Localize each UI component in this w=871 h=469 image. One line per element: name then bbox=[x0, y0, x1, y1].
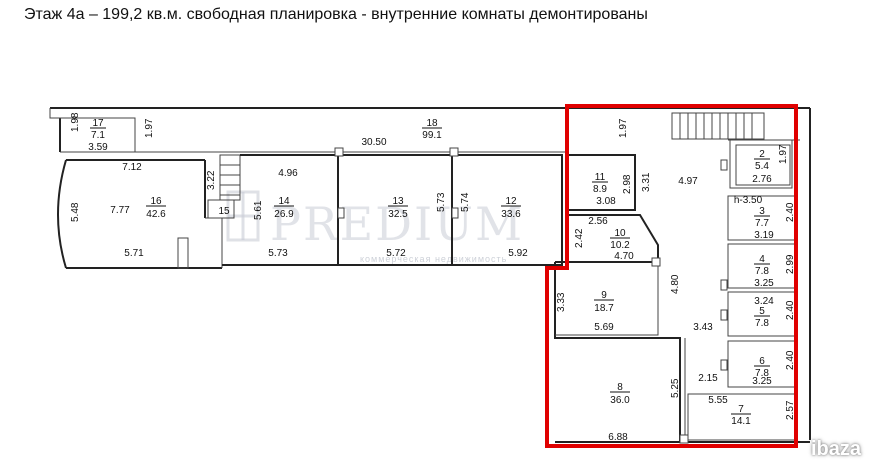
dimension-label: 5.72 bbox=[386, 248, 406, 259]
dimension-label: 2.40 bbox=[785, 300, 796, 320]
dimension-label: 2.40 bbox=[785, 350, 796, 370]
dimension-label: 4.70 bbox=[614, 251, 634, 262]
room-4-number: 4 bbox=[759, 254, 765, 265]
dimension-label: 2.42 bbox=[574, 228, 585, 248]
dimension-label: 4.97 bbox=[678, 176, 698, 187]
dimension-label: 3.08 bbox=[596, 196, 616, 207]
dimension-label: 6.88 bbox=[608, 432, 628, 443]
building-outline bbox=[49, 107, 811, 443]
room-10-area: 10.2 bbox=[610, 240, 630, 251]
dimension-label: 2.98 bbox=[622, 174, 633, 194]
room-12-area: 33.6 bbox=[501, 209, 521, 220]
dimension-label: 5.69 bbox=[594, 322, 614, 333]
right-rooms bbox=[554, 112, 800, 444]
room-13-area: 32.5 bbox=[388, 209, 408, 220]
dimension-label: 1.97 bbox=[144, 118, 155, 138]
room-5-area: 7.8 bbox=[755, 318, 769, 329]
watermark-subtext: коммерческая недвижимость bbox=[360, 254, 507, 264]
room-7-area: 14.1 bbox=[731, 416, 751, 427]
dimension-label: 1.97 bbox=[618, 118, 629, 138]
page-title: Этаж 4а – 199,2 кв.м. свободная планиров… bbox=[24, 6, 648, 23]
room-14-number: 14 bbox=[278, 196, 290, 207]
room-4-area: 7.8 bbox=[755, 266, 769, 277]
room-9-area: 18.7 bbox=[594, 303, 614, 314]
dimension-label: 30.50 bbox=[361, 137, 386, 148]
highlight-outline bbox=[545, 104, 798, 448]
room-7-number: 7 bbox=[738, 404, 744, 415]
dimension-label: 3.24 bbox=[754, 296, 774, 307]
dimension-label: 3.33 bbox=[556, 292, 567, 312]
dimension-label: h-3.50 bbox=[734, 195, 763, 206]
dimension-label: 5.71 bbox=[124, 248, 144, 259]
dimension-label: 2.99 bbox=[785, 254, 796, 274]
room-16-area: 42.6 bbox=[146, 209, 166, 220]
dimension-label: 1.98 bbox=[70, 112, 81, 132]
dimension-label: 5.73 bbox=[268, 248, 288, 259]
room-2-number: 2 bbox=[759, 149, 765, 160]
room-10-number: 10 bbox=[614, 228, 626, 239]
dimension-label: 5.48 bbox=[70, 202, 81, 222]
dimension-label: 5.25 bbox=[670, 378, 681, 398]
room-8-area: 36.0 bbox=[610, 395, 630, 406]
room-2-area: 5.4 bbox=[755, 161, 769, 172]
room-12-number: 12 bbox=[505, 196, 517, 207]
dimension-label: 5.55 bbox=[708, 395, 728, 406]
dimension-label: 5.92 bbox=[508, 248, 528, 259]
room-8-number: 8 bbox=[617, 382, 623, 393]
dimension-label: 1.97 bbox=[778, 144, 789, 164]
left-rooms bbox=[177, 147, 563, 269]
room-labels: 17 7.1 18 99.1 16 42.6 15 14 26.9 13 32.… bbox=[90, 118, 770, 427]
dimension-label: 2.56 bbox=[588, 216, 608, 227]
dimension-label: 5.73 bbox=[436, 192, 447, 212]
dimension-label: 4.80 bbox=[670, 274, 681, 294]
room-15-number: 15 bbox=[218, 206, 230, 217]
room-9-number: 9 bbox=[601, 290, 607, 301]
dimension-label: 3.43 bbox=[693, 322, 713, 333]
dimension-label: 2.76 bbox=[752, 174, 772, 185]
room-17-number: 17 bbox=[92, 118, 104, 129]
dimension-label: 5.74 bbox=[460, 192, 471, 212]
room-13-number: 13 bbox=[392, 196, 404, 207]
room-17-area: 7.1 bbox=[91, 130, 105, 141]
dimension-label: 2.57 bbox=[785, 400, 796, 420]
room-6-number: 6 bbox=[759, 356, 765, 367]
dimension-label: 3.19 bbox=[754, 230, 774, 241]
dimension-label: 2.40 bbox=[785, 202, 796, 222]
dimension-label: 5.61 bbox=[253, 200, 264, 220]
dimension-labels: 1.98 1.97 3.59 30.50 7.12 3.22 5.48 7.77… bbox=[70, 112, 796, 443]
dimension-label: 7.12 bbox=[122, 162, 142, 173]
room-3-area: 7.7 bbox=[755, 218, 769, 229]
dimension-label: 7.77 bbox=[110, 205, 130, 216]
room-14-area: 26.9 bbox=[274, 209, 294, 220]
dimension-label: 3.59 bbox=[88, 142, 108, 153]
dimension-label: 3.22 bbox=[206, 170, 217, 190]
room-18-number: 18 bbox=[426, 118, 438, 129]
dimension-label: 2.15 bbox=[698, 373, 718, 384]
source-badge: ibaza bbox=[810, 438, 861, 460]
room-16-number: 16 bbox=[150, 196, 162, 207]
room-11-number: 11 bbox=[595, 172, 606, 183]
dimension-label: 3.31 bbox=[641, 172, 652, 192]
room-3-number: 3 bbox=[759, 206, 765, 217]
dimension-label: 4.96 bbox=[278, 168, 298, 179]
room-18-area: 99.1 bbox=[422, 130, 442, 141]
room-11-area: 8.9 bbox=[593, 184, 607, 195]
room-5-number: 5 bbox=[759, 306, 765, 317]
dimension-label: 3.25 bbox=[752, 376, 772, 387]
room-6-area: 7.8 bbox=[755, 368, 769, 379]
dimension-label: 3.25 bbox=[754, 278, 774, 289]
